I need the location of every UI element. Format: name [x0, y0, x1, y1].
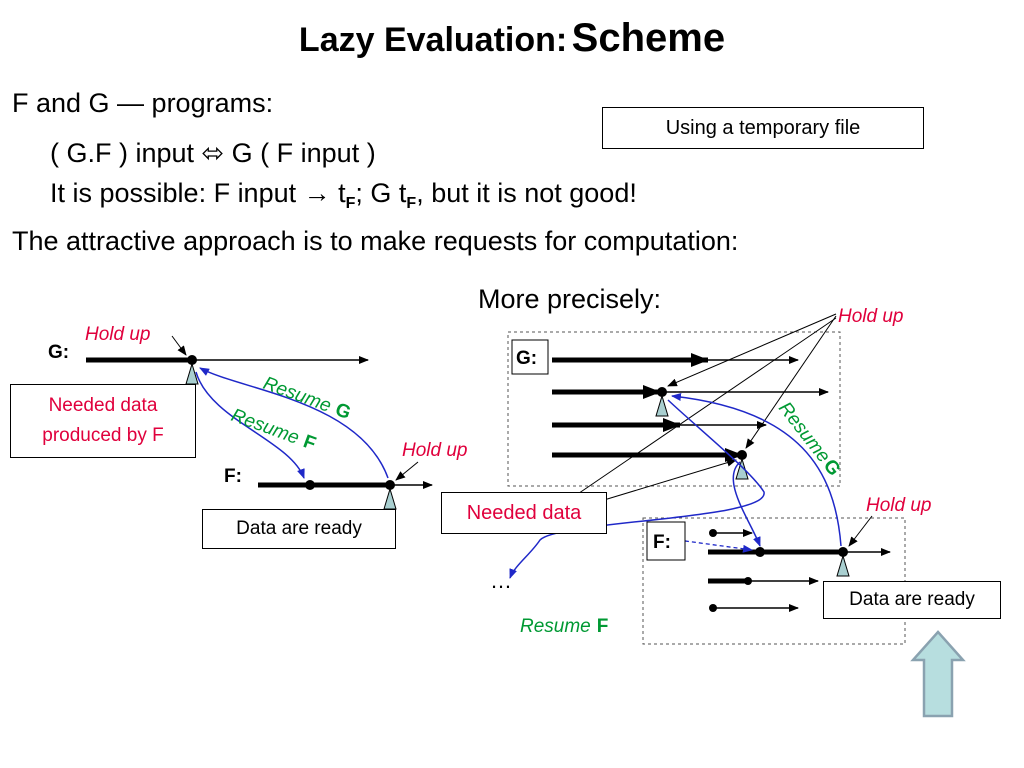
left-resume-f-label: ResumeF	[228, 405, 318, 455]
right-resume-f-label: Resume F	[520, 616, 608, 637]
left-needed-data-line1: Needed data	[48, 395, 158, 416]
left-resume-g-label: ResumeG	[260, 373, 353, 424]
sub-f-1: F	[345, 195, 356, 212]
right-data-ready-box: Data are ready	[823, 581, 1001, 619]
left-g-label: G:	[48, 342, 69, 363]
right-g-region	[507, 331, 841, 487]
line-attractive: The attractive approach is to make reque…	[12, 226, 739, 256]
slide-title: Lazy Evaluation: Scheme	[0, 16, 1024, 61]
sub-f-2: F	[406, 195, 417, 212]
right-needed-data-pointer	[603, 458, 737, 501]
right-f-label-box	[646, 521, 686, 561]
left-resume-g-arrow	[199, 367, 389, 479]
left-resume-f-word: Resume	[228, 405, 302, 449]
right-f-marker	[836, 554, 850, 577]
left-hold-up-f: Hold up	[402, 440, 468, 461]
left-f-point	[305, 480, 315, 490]
right-f-point-3	[744, 577, 752, 585]
right-hold-up-pointer-2	[745, 315, 837, 449]
right-f-hold-point	[838, 547, 848, 557]
title-part1: Lazy Evaluation:	[298, 21, 568, 59]
right-hold-up-f-pointer	[848, 515, 873, 547]
right-hold-up-f: Hold up	[866, 495, 932, 516]
left-f-marker	[383, 487, 397, 510]
left-needed-data-box: Needed data produced by F	[10, 384, 196, 458]
left-resume-g-word: Resume	[260, 373, 334, 417]
right-needed-data-box: Needed data	[441, 492, 607, 534]
right-resume-f-arrow	[732, 461, 761, 547]
right-hold-up-top: Hold up	[838, 306, 904, 327]
line-possible: It is possible: F input → tF; G tF, but …	[50, 178, 637, 213]
left-data-ready-box: Data are ready	[202, 509, 396, 549]
title-part2: Scheme	[571, 16, 726, 60]
line-composition: ( G.F ) input ⬄ G ( F input )	[50, 138, 376, 168]
right-resume-g-label: ResumeG	[774, 398, 844, 480]
right-resume-chain-arrow	[509, 399, 765, 579]
right-f-dashed-arrow	[677, 539, 753, 553]
right-f-point-2	[755, 547, 765, 557]
right-hold-up-pointer-3	[565, 317, 837, 503]
left-resume-f-arrow	[195, 371, 305, 479]
right-resume-f-word: Resume	[520, 616, 591, 637]
line-programs: F and G — programs:	[12, 88, 274, 118]
line-possible-a: It is possible: F input → t	[50, 178, 346, 208]
left-hold-up-top: Hold up	[85, 324, 151, 345]
right-f-label: F:	[653, 532, 671, 553]
right-g-label-box	[511, 339, 549, 375]
right-ellipsis: …	[490, 568, 512, 593]
left-hold-up-top-pointer	[171, 335, 187, 356]
left-resume-f-letter: F	[300, 431, 318, 455]
temp-file-box: Using a temporary file	[602, 107, 924, 149]
right-g-hold-point	[657, 387, 667, 397]
right-resume-g-arrow	[671, 393, 842, 547]
line-possible-b: ; G t	[355, 178, 407, 208]
more-precisely: More precisely:	[478, 284, 662, 314]
right-g-hold-point-2	[737, 450, 747, 460]
right-g-marker	[655, 394, 669, 417]
left-f-label: F:	[224, 466, 242, 487]
line-possible-c: , but it is not good!	[416, 178, 637, 208]
left-hold-up-f-pointer	[395, 461, 419, 481]
left-needed-data-line2: produced by F	[42, 425, 164, 446]
up-arrow-icon[interactable]	[910, 630, 966, 718]
right-hold-up-pointer-1	[667, 313, 837, 387]
right-resume-f-letter: F	[597, 616, 609, 637]
left-resume-g-letter: G	[332, 399, 353, 424]
left-f-hold-point	[385, 480, 395, 490]
left-g-hold-point	[187, 355, 197, 365]
right-g-label: G:	[516, 348, 537, 369]
